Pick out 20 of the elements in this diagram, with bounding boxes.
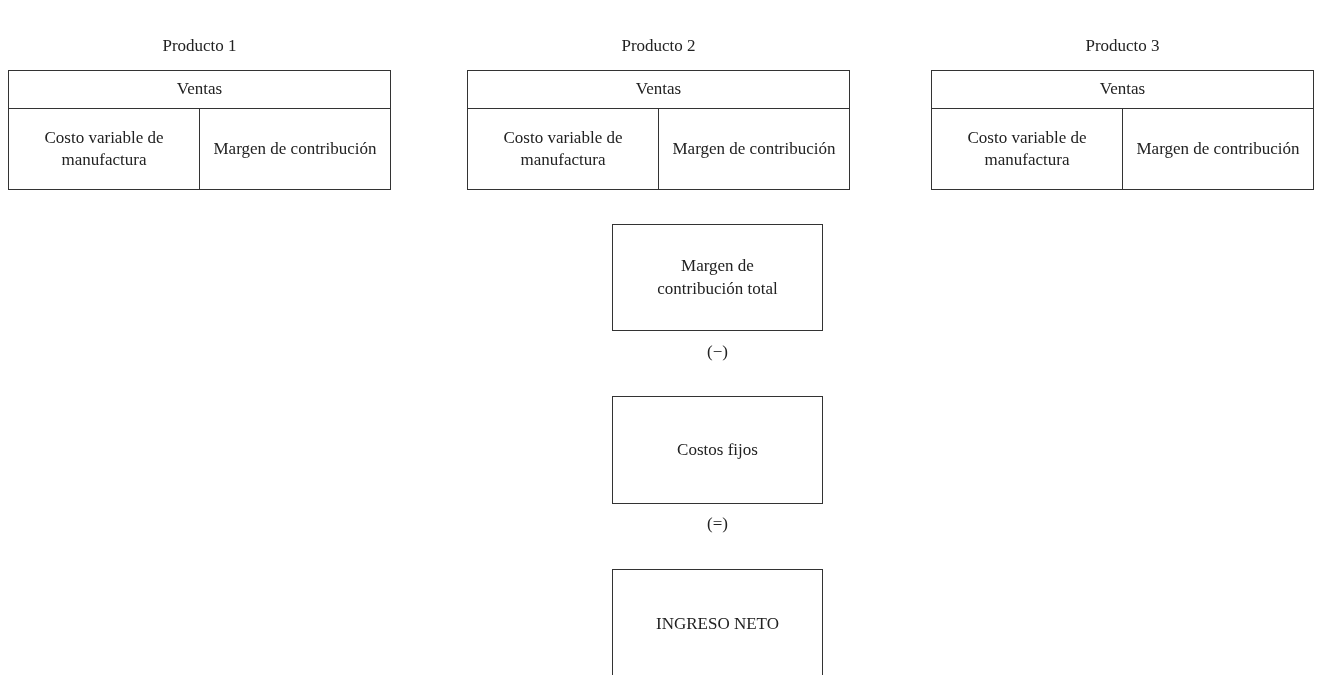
table-heading: Producto 2 xyxy=(620,36,697,56)
table-cell: Costo variable de manufactura xyxy=(931,108,1123,190)
result-box: Costos fijos xyxy=(612,396,823,504)
table-heading: Producto 1 xyxy=(161,36,238,56)
table-cell: Costo variable de manufactura xyxy=(8,108,200,190)
table-cell: Margen de contribución xyxy=(658,108,850,190)
product-table xyxy=(931,36,1314,190)
product-table xyxy=(8,36,391,190)
product-table xyxy=(467,36,850,190)
table-cell: Margen de contribución xyxy=(1122,108,1314,190)
table-header-cell: Ventas xyxy=(467,70,850,109)
result-box: Margen de contribución total xyxy=(612,224,823,331)
operator-sign: (−) xyxy=(706,342,729,362)
table-cell: Costo variable de manufactura xyxy=(467,108,659,190)
table-cell: Margen de contribución xyxy=(199,108,391,190)
operator-sign: (=) xyxy=(706,514,729,534)
result-box: INGRESO NETO xyxy=(612,569,823,675)
table-header-cell: Ventas xyxy=(8,70,391,109)
table-heading: Producto 3 xyxy=(1084,36,1161,56)
table-header-cell: Ventas xyxy=(931,70,1314,109)
